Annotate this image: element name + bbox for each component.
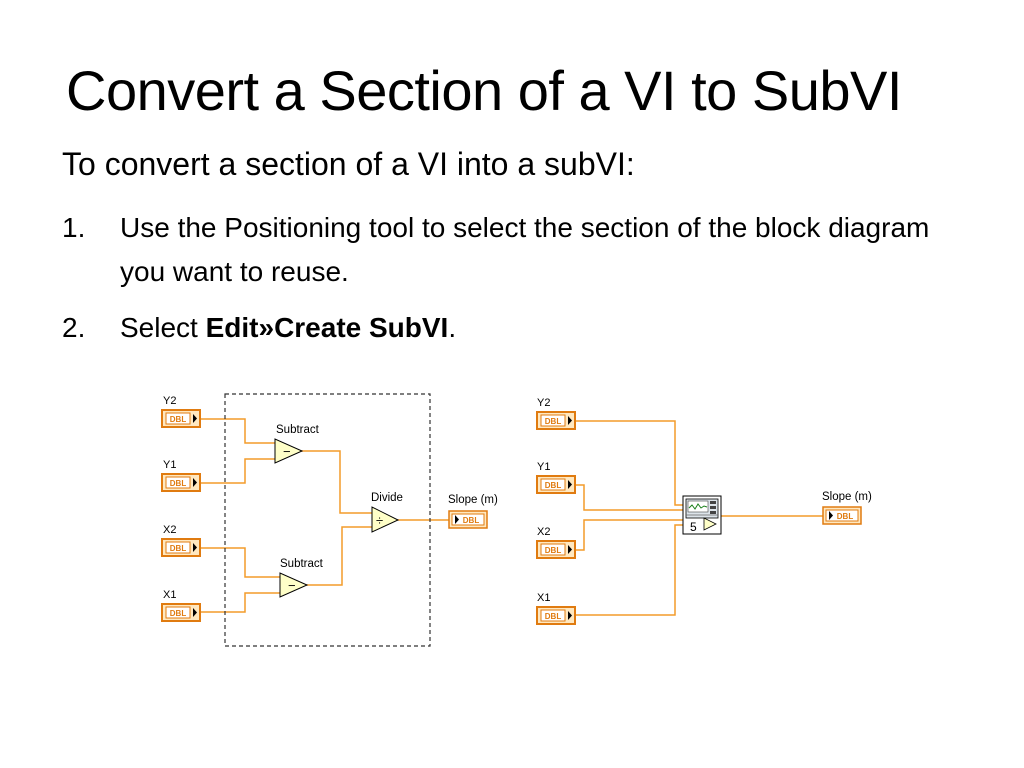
step-2-prefix: Select: [120, 312, 206, 343]
step-2-menu-path: Edit»Create SubVI: [205, 312, 449, 343]
subtract-node-bottom: Subtract −: [279, 558, 324, 598]
terminal-label: X2: [537, 526, 550, 538]
terminal-label: Y2: [163, 395, 176, 407]
step-2-suffix: .: [448, 312, 457, 343]
step-1-number: 1.: [62, 212, 86, 243]
terminal-type: DBL: [170, 544, 187, 553]
left-wires: [200, 418, 449, 613]
subtract-symbol: −: [283, 444, 291, 459]
right-terminal-x1: X1 DBL: [536, 592, 576, 625]
right-terminal-x2: X2 DBL: [536, 526, 576, 559]
terminal-type: DBL: [545, 546, 562, 555]
terminal-label: X2: [163, 524, 176, 536]
right-wires: [575, 420, 823, 616]
terminal-label: Y1: [537, 461, 550, 473]
terminal-label: Y2: [537, 397, 550, 409]
terminal-type: DBL: [463, 516, 480, 525]
steps-list: 1. Use the Positioning tool to select th…: [62, 206, 982, 362]
step-2: 2. Select Edit»Create SubVI.: [62, 306, 982, 350]
left-output-indicator: Slope (m) DBL: [448, 494, 498, 529]
right-block-diagram: Y2 DBL Y1 DBL X2 DBL X1 DBL: [536, 397, 872, 625]
indicator-label: Slope (m): [822, 491, 872, 503]
left-terminal-x2: X2 DBL: [161, 524, 201, 557]
terminal-label: X1: [537, 592, 550, 604]
intro-text: To convert a section of a VI into a subV…: [62, 146, 635, 182]
node-label: Subtract: [276, 424, 320, 436]
terminal-label: Y1: [163, 459, 176, 471]
right-terminal-y2: Y2 DBL: [536, 397, 576, 430]
subvi-icon: 5: [682, 495, 722, 535]
subvi-number: 5: [690, 520, 697, 534]
left-terminal-x1: X1 DBL: [161, 589, 201, 622]
terminal-type: DBL: [545, 417, 562, 426]
slide-title: Convert a Section of a VI to SubVI: [66, 59, 902, 122]
left-terminal-y2: Y2 DBL: [161, 395, 201, 428]
right-terminal-y1: Y1 DBL: [536, 461, 576, 494]
indicator-label: Slope (m): [448, 494, 498, 506]
terminal-type: DBL: [837, 512, 854, 521]
step-1: 1. Use the Positioning tool to select th…: [62, 206, 982, 294]
terminal-type: DBL: [170, 479, 187, 488]
subtract-symbol: −: [288, 578, 296, 593]
node-label: Subtract: [280, 558, 324, 570]
divide-node: Divide ÷: [371, 492, 403, 533]
step-1-text: Use the Positioning tool to select the s…: [120, 212, 930, 287]
terminal-type: DBL: [170, 609, 187, 618]
selection-marquee: [224, 393, 431, 647]
left-block-diagram: Y2 DBL Y1 DBL X2 DBL X1 DBL: [161, 393, 498, 647]
node-label: Divide: [371, 492, 403, 504]
terminal-type: DBL: [170, 415, 187, 424]
step-2-number: 2.: [62, 312, 86, 343]
terminal-type: DBL: [545, 612, 562, 621]
terminal-label: X1: [163, 589, 176, 601]
right-output-indicator: Slope (m) DBL: [822, 491, 872, 525]
terminal-type: DBL: [545, 481, 562, 490]
subtract-node-top: Subtract −: [274, 424, 320, 464]
divide-symbol: ÷: [376, 513, 383, 528]
left-terminal-y1: Y1 DBL: [161, 459, 201, 492]
